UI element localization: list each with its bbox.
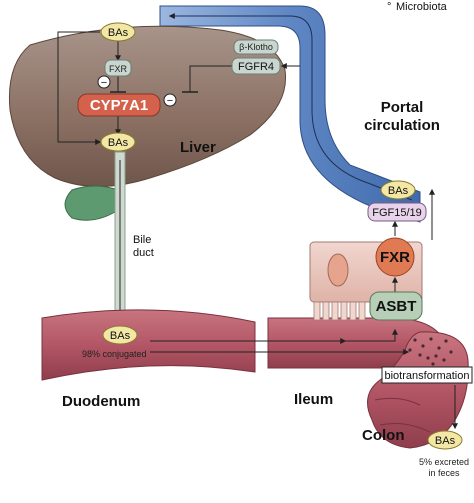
asbt-label: ASBT bbox=[376, 298, 417, 315]
fgf-pill: FGF15/19 bbox=[367, 202, 427, 222]
fgfr4-label: FGFR4 bbox=[238, 61, 274, 73]
bas-duodenum-label: BAs bbox=[110, 330, 131, 342]
gallbladder bbox=[64, 185, 119, 221]
ileum-label: Ileum bbox=[294, 391, 333, 408]
beta-klotho-pill: β-Klotho bbox=[233, 39, 279, 55]
bas-feces-label: BAs bbox=[435, 435, 456, 447]
excreted-note-line1: 5% excreted bbox=[419, 457, 469, 467]
fxr-ileum-label: FXR bbox=[380, 249, 410, 266]
bas-duodenum-pill: BAs bbox=[102, 325, 138, 345]
bas-top-pill: BAs bbox=[100, 22, 136, 42]
bas-liver-pill: BAs bbox=[100, 132, 136, 152]
excreted-note-line2: in feces bbox=[428, 468, 460, 478]
bas-top-label: BAs bbox=[108, 27, 129, 39]
bas-feces-pill: BAs bbox=[427, 430, 463, 450]
fgf-label: FGF15/19 bbox=[372, 207, 422, 219]
conjugated-note: 98% conjugated bbox=[82, 349, 147, 359]
fxr-inhibit-symbol: − bbox=[101, 77, 107, 89]
enterocyte-nucleus bbox=[327, 253, 349, 287]
microbiota-label: Microbiota bbox=[396, 1, 448, 13]
biotransformation-label: biotransformation bbox=[385, 370, 470, 382]
microbiota-symbol: ° bbox=[387, 1, 391, 13]
fxr-liver-label: FXR bbox=[109, 64, 128, 74]
colon-label: Colon bbox=[362, 427, 405, 444]
duodenum-label: Duodenum bbox=[62, 393, 140, 410]
duodenum-shape bbox=[41, 309, 256, 381]
cyp-inhibit-symbol: − bbox=[167, 95, 173, 107]
fgfr4-inhibit-line bbox=[189, 65, 250, 92]
liver-label: Liver bbox=[180, 139, 216, 156]
portal-label-line1: Portal bbox=[381, 99, 424, 116]
portal-label-line2: circulation bbox=[364, 117, 440, 134]
asbt-box: ASBT bbox=[369, 291, 423, 321]
portal-flow-line bbox=[168, 13, 413, 201]
cyp7a1-label: CYP7A1 bbox=[90, 97, 148, 114]
fgfr4-pill: FGFR4 bbox=[231, 57, 281, 75]
fxr-inhibit-badge: − bbox=[97, 75, 111, 89]
beta-klotho-label: β-Klotho bbox=[239, 42, 273, 52]
colon-fold-1 bbox=[374, 397, 421, 406]
cyp7a1-box: CYP7A1 bbox=[77, 93, 161, 117]
cyp-inhibit-badge: − bbox=[163, 93, 177, 107]
colon-fold-2 bbox=[379, 423, 431, 433]
fxr-liver-pill: FXR bbox=[104, 59, 132, 77]
bas-portal-pill: BAs bbox=[380, 180, 416, 200]
microvilli bbox=[313, 301, 366, 321]
biotransformation-box: biotransformation bbox=[381, 366, 473, 384]
bile-duct-label-line2: duct bbox=[133, 247, 154, 259]
bas-portal-label: BAs bbox=[388, 185, 409, 197]
bile-duct-label-line1: Bile bbox=[133, 234, 151, 246]
fxr-ileum-circle: FXR bbox=[375, 237, 415, 277]
ileum-to-asbt-arrow bbox=[345, 328, 398, 342]
bas-feedback-line bbox=[57, 31, 102, 145]
bas-liver-label: BAs bbox=[108, 137, 129, 149]
